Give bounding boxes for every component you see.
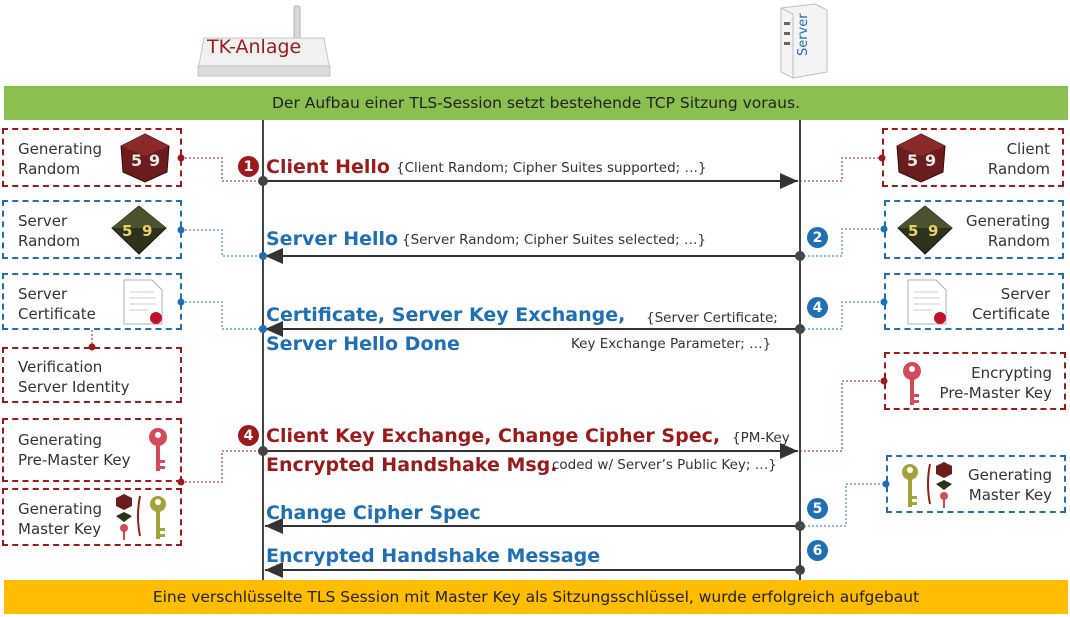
step-6-badge: 6 [807, 540, 828, 561]
dice-value: 9 [149, 151, 160, 170]
box-label: Generating Random [18, 140, 103, 178]
box-label: Generating Pre-Master Key [18, 431, 131, 469]
box-label: Generating Master Key [18, 500, 103, 538]
certificate-detail-2: Key Exchange Parameter; …} [571, 336, 772, 352]
box-label: Client Random [987, 140, 1050, 178]
left-generating-master-key-box: Generating Master Key [2, 488, 182, 546]
box-label: Encrypting Pre-Master Key [939, 364, 1052, 402]
certificate-icon [907, 279, 947, 325]
right-generating-master-key-box: Generating Master Key [886, 455, 1066, 513]
right-client-random-box: 5 9 Client Random [882, 128, 1064, 187]
client-key-exchange-line1: Client Key Exchange, Change Cipher Spec, [266, 425, 721, 447]
dice-value: 9 [928, 222, 938, 240]
key-red-icon [149, 428, 167, 471]
step-4-badge-client: 4 [238, 425, 259, 446]
client-key-detail-2: coded w/ Server’s Public Key; …} [552, 457, 777, 473]
tcp-prerequisite-banner: Der Aufbau einer TLS-Session setzt beste… [4, 86, 1068, 120]
step-1-badge: 1 [238, 156, 259, 177]
client-hello-detail: {Client Random; Cipher Suites supported;… [396, 160, 707, 176]
certificate-icon [123, 279, 163, 325]
master-key-icon [902, 462, 952, 508]
router-icon [197, 5, 331, 77]
dice-red-icon: 5 9 [896, 133, 946, 183]
dice-value: 9 [142, 222, 152, 240]
box-label: Server Certificate [972, 285, 1050, 323]
right-encrypting-pm-key-box: Encrypting Pre-Master Key [884, 352, 1066, 410]
client-device-label: TK-Anlage [207, 36, 302, 58]
left-server-certificate-box: Server Certificate [2, 273, 182, 330]
left-generating-random-box: Generating Random 5 9 [2, 128, 182, 187]
session-established-banner: Eine verschlüsselte TLS Session mit Mast… [4, 580, 1068, 614]
box-label: Verification Server Identity [18, 358, 130, 396]
box-label: Generating Master Key [967, 466, 1052, 504]
change-cipher-spec-label: Change Cipher Spec [266, 502, 481, 524]
client-key-exchange-line2: Encrypted Handshake Msg. [266, 454, 558, 476]
step-4-badge-server: 4 [807, 297, 828, 318]
right-server-certificate-box: Server Certificate [884, 273, 1064, 330]
left-verification-box: Verification Server Identity [2, 347, 182, 403]
certificate-label-line1: Certificate, Server Key Exchange, [266, 304, 626, 326]
box-label: Server Certificate [18, 285, 96, 323]
dice-red-icon: 5 9 [120, 133, 170, 183]
dice-green-icon: 5 9 [897, 205, 953, 255]
server-hello-label: Server Hello [266, 228, 399, 250]
dice-value: 5 [122, 222, 132, 240]
certificate-label-line2: Server Hello Done [266, 333, 460, 355]
encrypted-handshake-label: Encrypted Handshake Message [266, 545, 601, 567]
left-generating-pm-key-box: Generating Pre-Master Key [2, 418, 182, 482]
left-server-random-box: Server Random 5 9 [2, 200, 182, 259]
dice-value: 5 [908, 222, 918, 240]
box-label: Server Random [18, 212, 81, 250]
step-2-badge: 2 [807, 227, 828, 248]
dice-value: 5 [131, 151, 142, 170]
master-key-icon [116, 494, 166, 540]
client-key-detail-1: {PM-Key [732, 430, 790, 446]
right-generating-random-box: 5 9 Generating Random [884, 200, 1064, 259]
dice-value: 5 [907, 151, 918, 170]
server-hello-detail: {Server Random; Cipher Suites selected; … [402, 232, 707, 248]
client-hello-label: Client Hello [266, 156, 390, 178]
step-5-badge: 5 [807, 498, 828, 519]
dice-green-icon: 5 9 [111, 205, 167, 255]
certificate-detail-1: {Server Certificate; [646, 310, 778, 326]
key-red-icon [903, 362, 921, 405]
dice-value: 9 [925, 151, 936, 170]
box-label: Generating Random [965, 212, 1050, 250]
server-icon [780, 3, 828, 79]
server-device-label: Server [796, 13, 811, 56]
